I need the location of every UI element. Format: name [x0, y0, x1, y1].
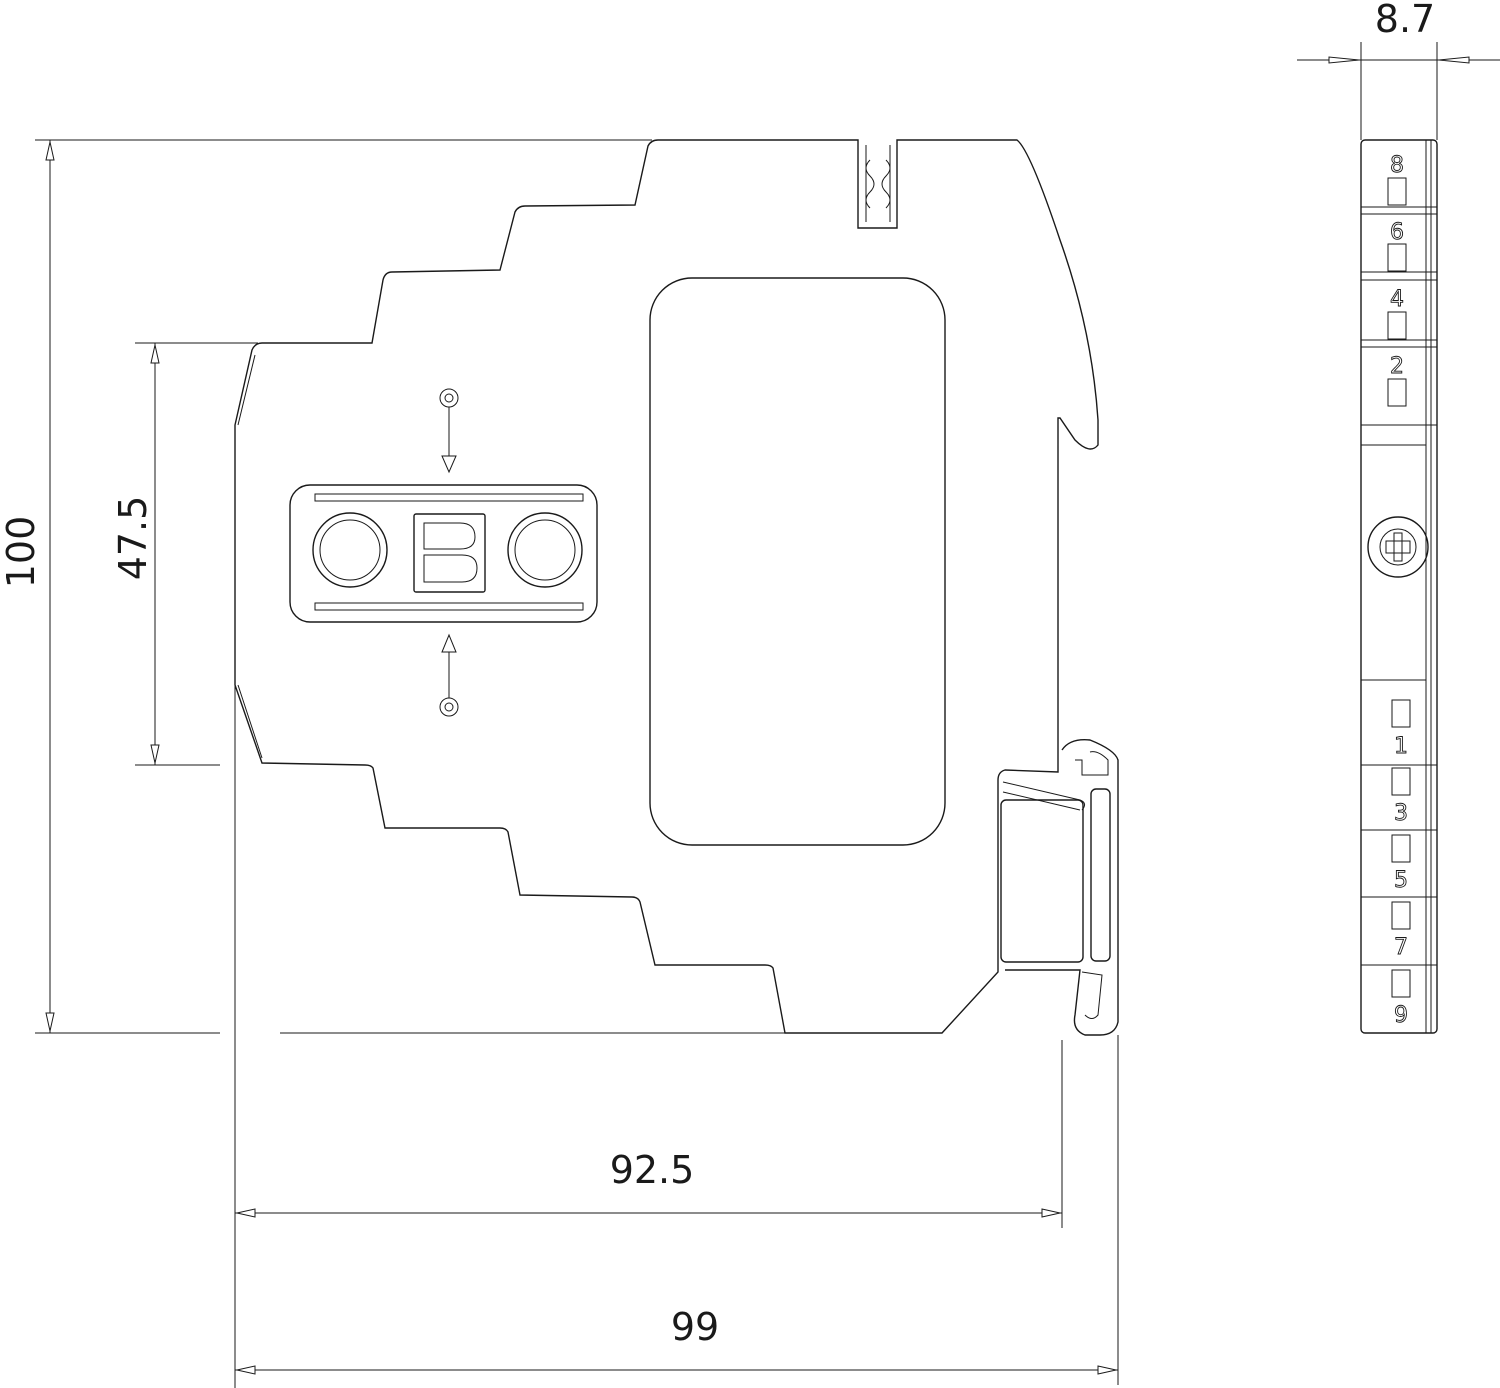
terminal-1: 1: [1394, 734, 1408, 759]
terminal-labels: 8 6 4 2 1 3 5 7 9: [1390, 153, 1409, 1029]
terminal-9: 9: [1394, 1003, 1408, 1028]
terminal-7: 7: [1394, 935, 1408, 960]
terminal-6: 6: [1390, 220, 1404, 245]
insert-arrow-icon: [439, 388, 459, 717]
dimension-width-rail: 92.5: [610, 1148, 695, 1192]
device-side-view: [234, 139, 1119, 1036]
dimension-height-inner: 47.5: [111, 496, 155, 581]
terminal-3: 3: [1394, 801, 1408, 826]
dimension-width-total: 99: [671, 1305, 719, 1349]
terminal-2: 2: [1390, 354, 1404, 379]
terminal-4: 4: [1390, 287, 1404, 312]
dimension-height-total: 100: [0, 516, 43, 589]
device-front-view: [1360, 139, 1438, 1034]
terminal-5: 5: [1394, 868, 1408, 893]
dimension-thickness: 8.7: [1375, 0, 1435, 41]
dimension-lines: [35, 42, 1500, 1388]
obo-logo: [289, 484, 598, 623]
label-window: [649, 277, 946, 846]
terminal-8: 8: [1390, 153, 1404, 178]
